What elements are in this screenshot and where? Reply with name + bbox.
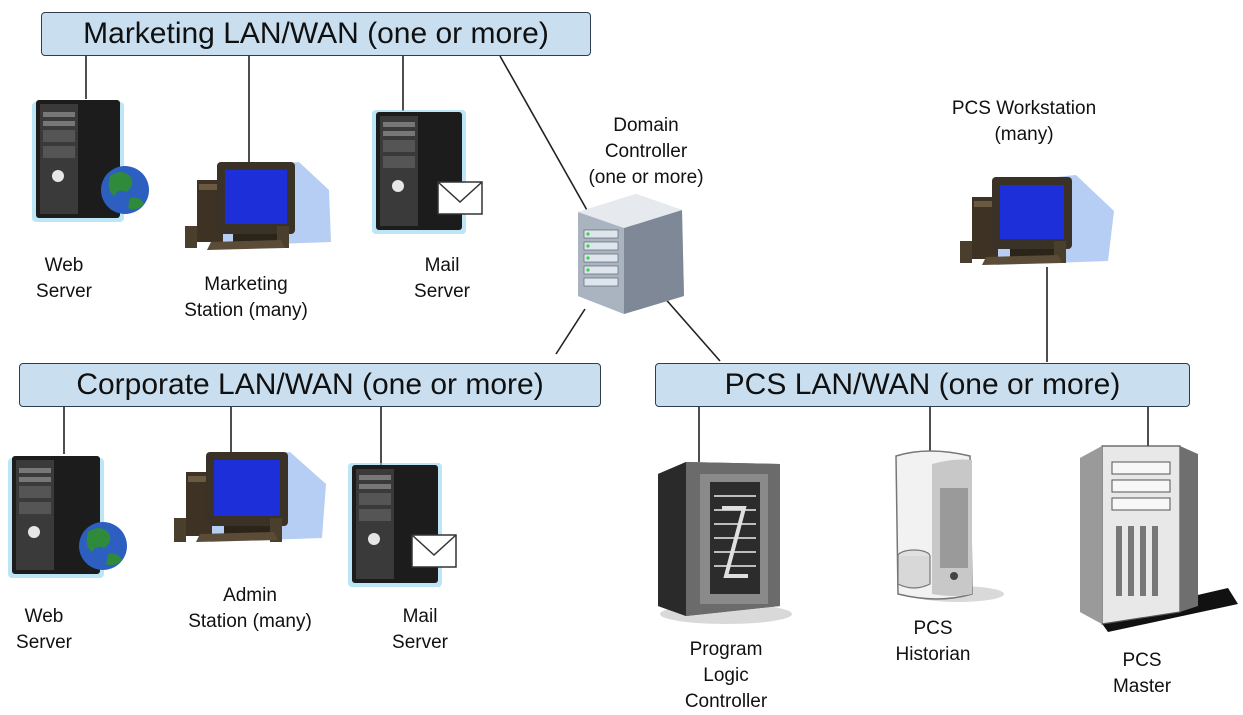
desktop-computer-icon: [170, 450, 330, 550]
historian-database-icon: [888, 448, 1008, 608]
corp-mail-server-label: Mail Server: [392, 606, 448, 653]
link-mkt-domain: [499, 55, 593, 220]
historian-label: PCS Historian: [895, 618, 971, 665]
marketing-lan-wan: Marketing LAN/WAN (one or more): [41, 12, 591, 56]
pcs-lan-wan: PCS LAN/WAN (one or more): [655, 363, 1190, 407]
pcs-master-label: PCS Master: [1112, 650, 1172, 697]
pcs-lan-wan-label: PCS LAN/WAN (one or more): [724, 368, 1121, 401]
mkt-web-server-label: Web Server: [36, 255, 92, 302]
web-server-icon: [6, 452, 132, 578]
mkt-mail-server-label: Mail Server: [414, 255, 470, 302]
corporate-lan-wan: Corporate LAN/WAN (one or more): [19, 363, 601, 407]
link-domain-corp: [555, 308, 586, 355]
marketing-lan-wan-label: Marketing LAN/WAN (one or more): [83, 17, 549, 50]
admin-station-label: Admin Station (many): [188, 585, 312, 632]
mkt-station-label: Marketing Station (many): [184, 274, 308, 321]
mail-server-icon: [348, 463, 464, 587]
domain-controller-label: Domain Controller (one or more): [588, 115, 704, 188]
corp-web-server-label: Web Server: [16, 606, 72, 653]
plc-server-icon: [652, 456, 792, 626]
tower-server-icon: [1076, 442, 1240, 632]
pcs-workstation-label: PCS Workstation (many): [951, 98, 1097, 145]
corporate-lan-wan-label: Corporate LAN/WAN (one or more): [76, 368, 544, 401]
mail-server-icon: [372, 110, 488, 234]
desktop-computer-icon: [181, 160, 331, 252]
plc-label: Program Logic Controller: [684, 639, 768, 712]
desktop-computer-icon: [956, 175, 1116, 269]
web-server-icon: [26, 96, 152, 222]
rack-server-icon: [572, 192, 690, 316]
